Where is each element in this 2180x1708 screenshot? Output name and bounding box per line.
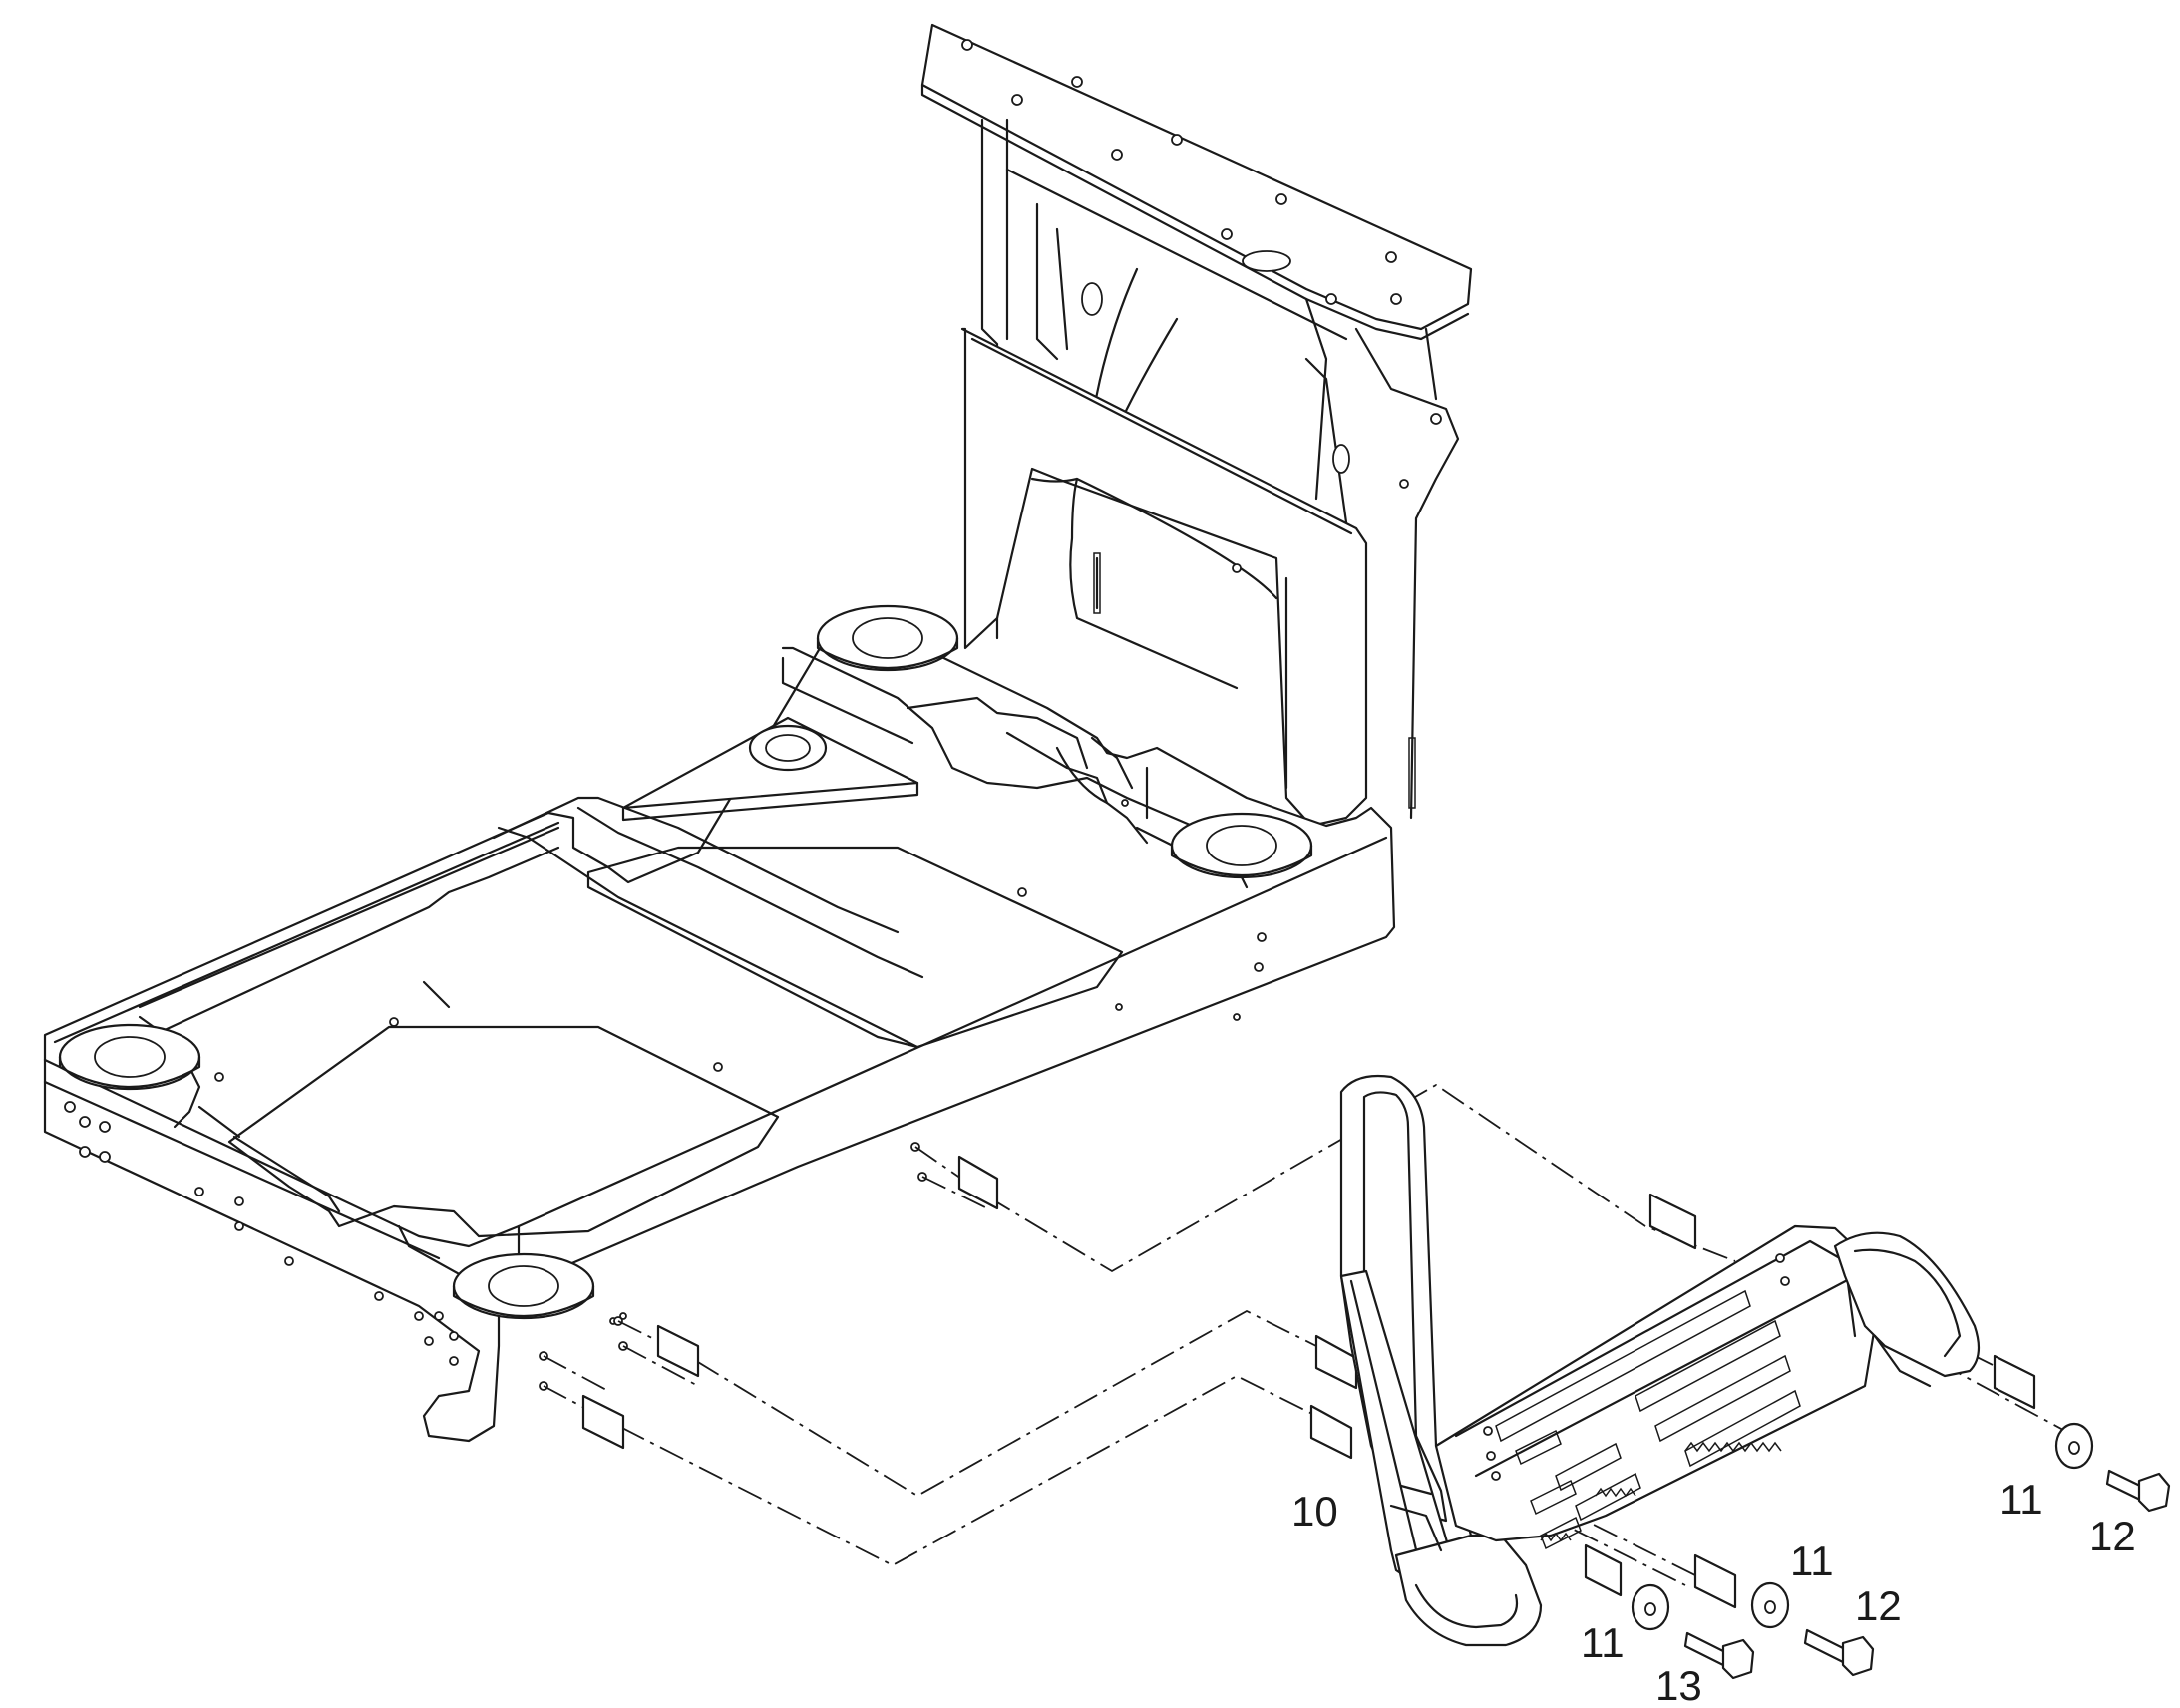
bolt-right — [2105, 1469, 2171, 1513]
callouts: 10 11 12 11 12 11 13 — [1291, 1476, 2136, 1708]
callout-11-right: 11 — [1999, 1476, 2043, 1523]
callout-12-right: 12 — [2089, 1513, 2136, 1559]
callout-13: 13 — [1655, 1662, 1702, 1708]
washer-left — [1631, 1583, 1670, 1631]
callout-10: 10 — [1291, 1488, 1338, 1535]
bolt-left — [1683, 1631, 1755, 1680]
callout-11-middle: 11 — [1790, 1537, 1834, 1584]
bolts — [1683, 1469, 2171, 1680]
machine-frame — [43, 23, 1473, 1443]
washers — [1631, 1422, 2094, 1631]
socket-bosses — [58, 604, 1313, 1320]
step-assembly — [1339, 1074, 1981, 1647]
washer-middle — [1750, 1581, 1790, 1629]
washer-right — [2054, 1422, 2094, 1470]
callout-11-left: 11 — [1581, 1619, 1625, 1666]
plate-holes — [961, 39, 1402, 305]
shim-plates — [581, 1155, 2036, 1609]
front-face-holes — [64, 887, 1267, 1366]
callout-12-middle: 12 — [1855, 1582, 1902, 1629]
bolt-middle — [1803, 1628, 1875, 1677]
